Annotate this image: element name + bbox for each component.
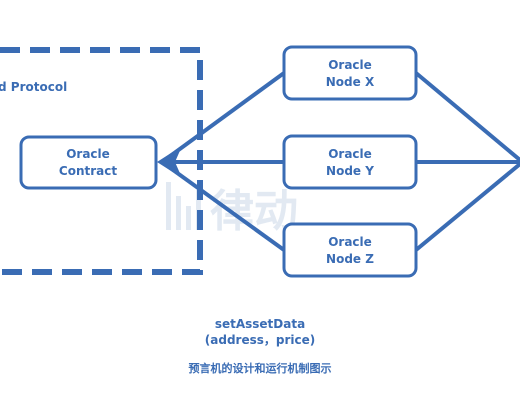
line-node-x-to-right <box>414 71 520 162</box>
protocol-label: d Protocol <box>0 80 67 94</box>
oracle-contract: Oracle Contract <box>19 135 158 190</box>
contract-label-line1: Oracle <box>66 147 110 161</box>
node-x-label-line1: Oracle <box>328 58 372 72</box>
node-y-label-line2: Node Y <box>326 164 374 178</box>
node-x-label-line2: Node X <box>326 75 375 89</box>
line-node-z-to-right <box>414 162 520 252</box>
line-node-z-to-contract <box>160 160 286 252</box>
watermark: 律动 <box>166 182 298 237</box>
contract-label-line2: Contract <box>59 164 117 178</box>
line-node-x-to-contract <box>160 71 286 164</box>
node-z-label-line1: Oracle <box>328 235 372 249</box>
diagram-caption: 预言机的设计和运行机制图示 <box>188 362 332 375</box>
oracle-node-x: Oracle Node X <box>282 45 418 101</box>
call-function-name: setAssetData <box>214 317 306 331</box>
connector-lines <box>160 71 520 252</box>
oracle-node-z: Oracle Node Z <box>282 222 418 278</box>
watermark-logo-icon <box>166 182 201 230</box>
call-function-params: (address，price) <box>204 333 316 347</box>
arrowhead-icon <box>157 146 182 178</box>
node-y-label-line1: Oracle <box>328 147 372 161</box>
node-z-label-line2: Node Z <box>326 252 374 266</box>
oracle-node-y: Oracle Node Y <box>282 134 418 190</box>
